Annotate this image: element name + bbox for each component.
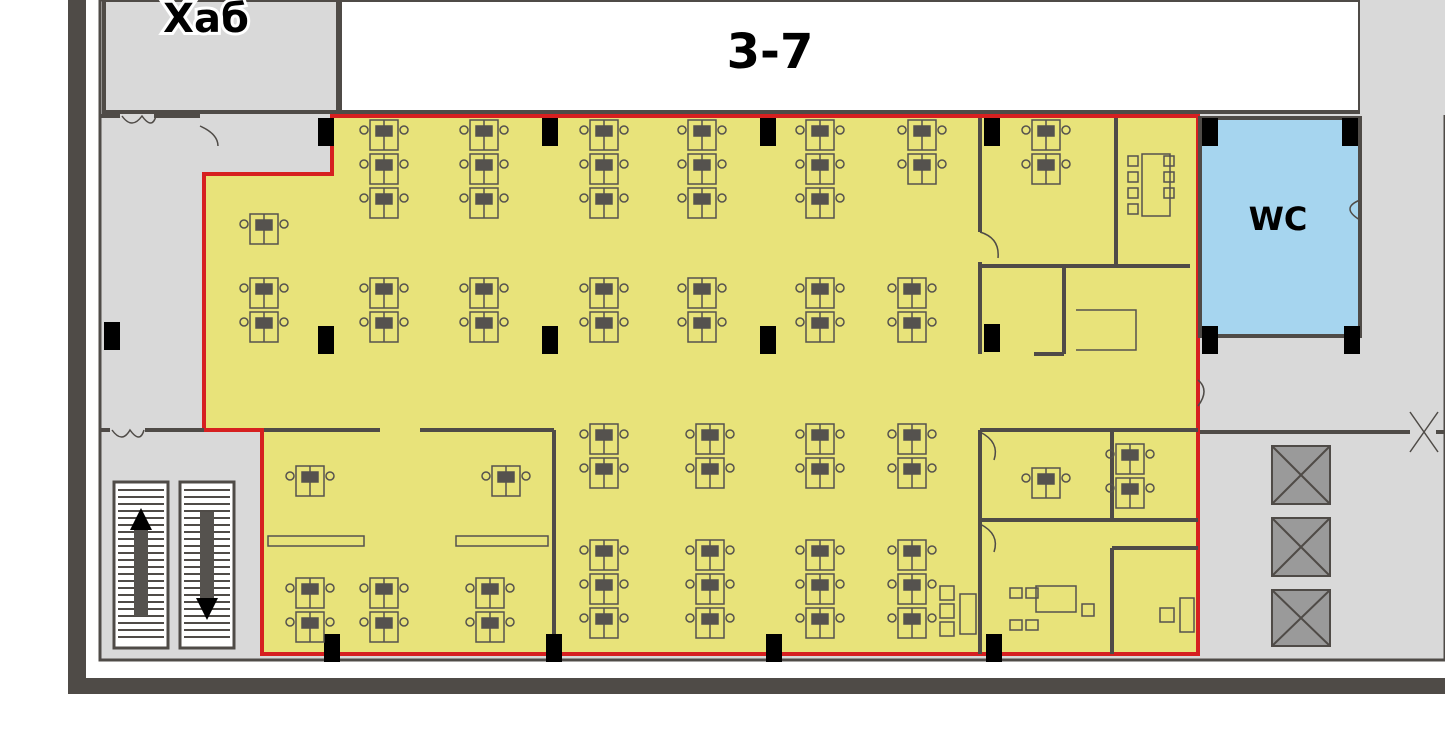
door-icon[interactable] [111, 114, 1439, 553]
desk-clusters [239, 119, 1155, 643]
desk-cluster-icon [1105, 443, 1155, 509]
column [324, 634, 340, 662]
column [760, 118, 776, 146]
desk-cluster-icon [685, 539, 735, 639]
column [986, 634, 1002, 662]
desk-cluster-icon [677, 119, 727, 219]
wc-room[interactable] [1198, 116, 1362, 338]
column [104, 322, 120, 350]
desk-cluster-icon [359, 577, 409, 643]
desk-cluster-icon [887, 539, 937, 639]
elevator-icon[interactable] [1271, 445, 1331, 647]
desk-cluster-icon [579, 539, 629, 639]
desk-cluster-icon [579, 423, 629, 489]
desk-cluster-icon [685, 423, 735, 489]
desk-cluster-icon [481, 465, 531, 497]
column [542, 326, 558, 354]
desk-cluster-icon [1021, 467, 1071, 499]
hub-label: Хаб [163, 0, 249, 42]
column [1202, 326, 1218, 354]
column [1342, 118, 1358, 146]
column [984, 324, 1000, 352]
desk-cluster-icon [459, 119, 509, 219]
column [766, 634, 782, 662]
desk-cluster-icon [579, 119, 629, 219]
meeting-tables [267, 153, 1195, 637]
column [318, 326, 334, 354]
room-3-7-block[interactable] [338, 0, 1362, 114]
desk-cluster-icon [465, 577, 515, 643]
desk-cluster-icon [359, 119, 409, 219]
hub-room[interactable] [102, 0, 340, 114]
column [1344, 326, 1360, 354]
desk-cluster-icon [795, 277, 845, 343]
desk-cluster-icon [1021, 119, 1071, 185]
column [546, 634, 562, 662]
desk-cluster-icon [887, 423, 937, 489]
column [318, 118, 334, 146]
desk-cluster-icon [239, 277, 289, 343]
column [760, 326, 776, 354]
desk-cluster-icon [285, 465, 335, 497]
desk-cluster-icon [579, 277, 629, 343]
interior-walls [100, 114, 1445, 654]
desk-cluster-icon [887, 277, 937, 343]
column [542, 118, 558, 146]
column [1202, 118, 1218, 146]
desk-cluster-icon [459, 277, 509, 343]
desk-cluster-icon [795, 119, 845, 219]
wc-label: WC [1249, 200, 1308, 238]
desk-cluster-icon [359, 277, 409, 343]
desk-cluster-icon [795, 423, 845, 489]
desk-cluster-icon [285, 577, 335, 643]
desk-cluster-icon [897, 119, 947, 185]
column [984, 118, 1000, 146]
structural-columns [104, 118, 1360, 662]
escalator-down-icon[interactable] [178, 480, 236, 650]
room-label: 3-7 [727, 24, 814, 80]
desk-cluster-icon [239, 213, 289, 245]
escalator-up-icon[interactable] [112, 480, 170, 650]
desk-cluster-icon [795, 539, 845, 639]
desk-cluster-icon [677, 277, 727, 343]
